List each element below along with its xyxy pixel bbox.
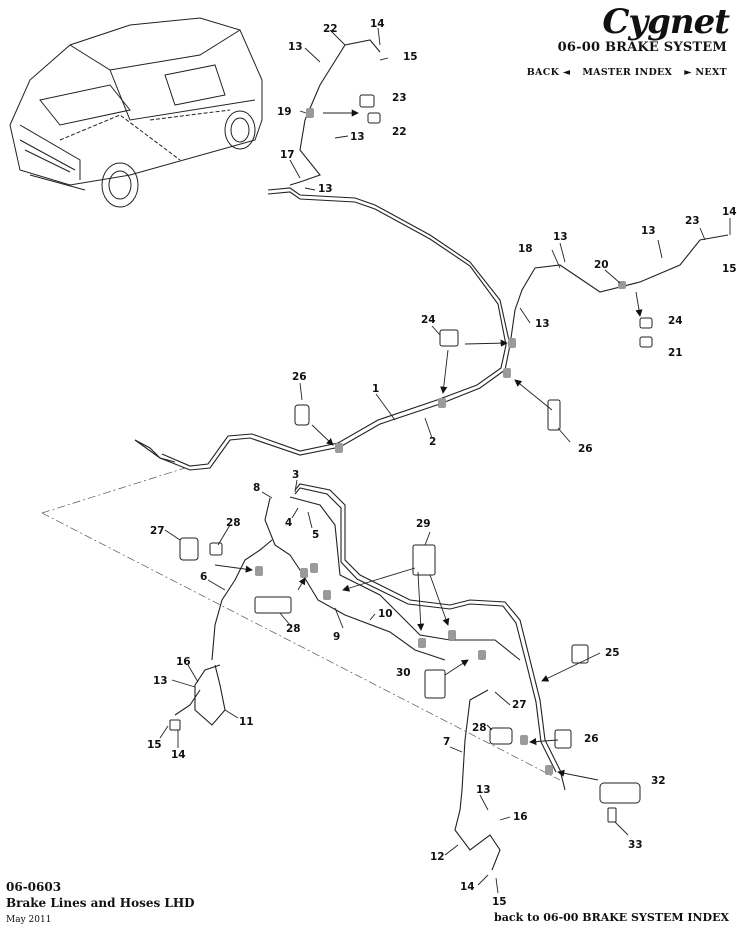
- callout-6: 6: [200, 571, 207, 583]
- cygnet-logo: Cygnet: [602, 2, 730, 42]
- back-to-index-link[interactable]: back to 06-00 BRAKE SYSTEM INDEX: [494, 911, 729, 924]
- callout-17: 17: [280, 149, 295, 161]
- callout-14: 14: [722, 206, 737, 218]
- section-code: 06-0603: [6, 880, 62, 894]
- callout-30: 29: [416, 518, 431, 530]
- back-link[interactable]: BACK ◄: [527, 67, 571, 78]
- callout-15: 15: [147, 739, 162, 751]
- callout-10: 10: [378, 608, 393, 620]
- publication-date: May 2011: [6, 915, 52, 925]
- callout-16: 16: [513, 811, 528, 823]
- callout-27: 27: [512, 699, 527, 711]
- callout-15: 15: [492, 896, 507, 908]
- callout-13: 13: [288, 41, 303, 53]
- callout-22: 22: [392, 126, 407, 138]
- callout-33: 33: [628, 839, 643, 851]
- callout-9: 9: [333, 631, 340, 643]
- callout-14: 14: [171, 749, 186, 761]
- callout-15: 15: [722, 263, 737, 275]
- callout-12: 12: [430, 851, 445, 863]
- callout-29: 28: [286, 623, 301, 635]
- callout-31: 30: [396, 667, 411, 679]
- next-link[interactable]: ► NEXT: [684, 67, 727, 78]
- callout-32: 32: [651, 775, 666, 787]
- callout-20: 20: [594, 259, 609, 271]
- lower-brake-lines: [174, 483, 566, 871]
- vehicle-illustration: [9, 17, 263, 208]
- callout-18: 18: [518, 243, 533, 255]
- callout-21: 23: [685, 215, 700, 227]
- callout-21: 22: [323, 23, 338, 35]
- part-callouts: 22 14 13 15 23 19 13 22 17 13 14 23 13 1…: [147, 18, 737, 908]
- callout-13: 13: [641, 225, 656, 237]
- back-arrow-icon: ◄: [562, 67, 571, 78]
- callout-22: 21: [668, 347, 683, 359]
- callout-28: 28: [226, 517, 241, 529]
- assembly-divider-line: [41, 467, 561, 781]
- callout-16: 16: [176, 656, 191, 668]
- callout-14: 14: [460, 881, 475, 893]
- callout-13: 13: [318, 183, 333, 195]
- callout-8: 8: [253, 482, 260, 494]
- callout-23: 23: [392, 92, 407, 104]
- callout-25: 26: [578, 443, 593, 455]
- callout-14: 14: [370, 18, 385, 30]
- callout-1: 1: [372, 383, 379, 395]
- section-title: Brake Lines and Hoses LHD: [6, 896, 195, 910]
- callout-2: 2: [429, 436, 436, 448]
- leader-lines: [159, 27, 731, 894]
- callout-13: 13: [153, 675, 168, 687]
- callout-13: 13: [350, 131, 365, 143]
- back-label: BACK: [526, 67, 560, 78]
- callout-27: 27: [150, 525, 165, 537]
- callout-23: 24: [668, 315, 683, 327]
- callout-28: 28: [472, 722, 487, 734]
- callout-15: 15: [403, 51, 418, 63]
- callout-24: 24: [421, 314, 436, 326]
- callout-7: 7: [443, 736, 450, 748]
- upper-brake-lines: [134, 39, 729, 471]
- callout-3: 3: [292, 469, 299, 481]
- callout-26: 26: [584, 733, 599, 745]
- master-index-link[interactable]: MASTER INDEX: [582, 67, 673, 78]
- next-label: NEXT: [695, 67, 727, 78]
- callout-19: 19: [277, 106, 292, 118]
- callout-5: 5: [312, 529, 319, 541]
- callout-26: 26: [292, 371, 307, 383]
- callout-11: 11: [239, 716, 254, 728]
- callout-13: 13: [553, 231, 568, 243]
- navigation-bar: BACK ◄ MASTER INDEX ► NEXT: [527, 67, 727, 78]
- callout-24: 25: [605, 647, 620, 659]
- clip-points: [255, 108, 626, 775]
- system-title: 06-00 BRAKE SYSTEM: [557, 40, 727, 55]
- components: [169, 94, 653, 823]
- next-arrow-icon: ►: [684, 67, 692, 78]
- callout-4: 4: [285, 517, 292, 529]
- callout-13: 13: [535, 318, 550, 330]
- callout-13: 13: [476, 784, 491, 796]
